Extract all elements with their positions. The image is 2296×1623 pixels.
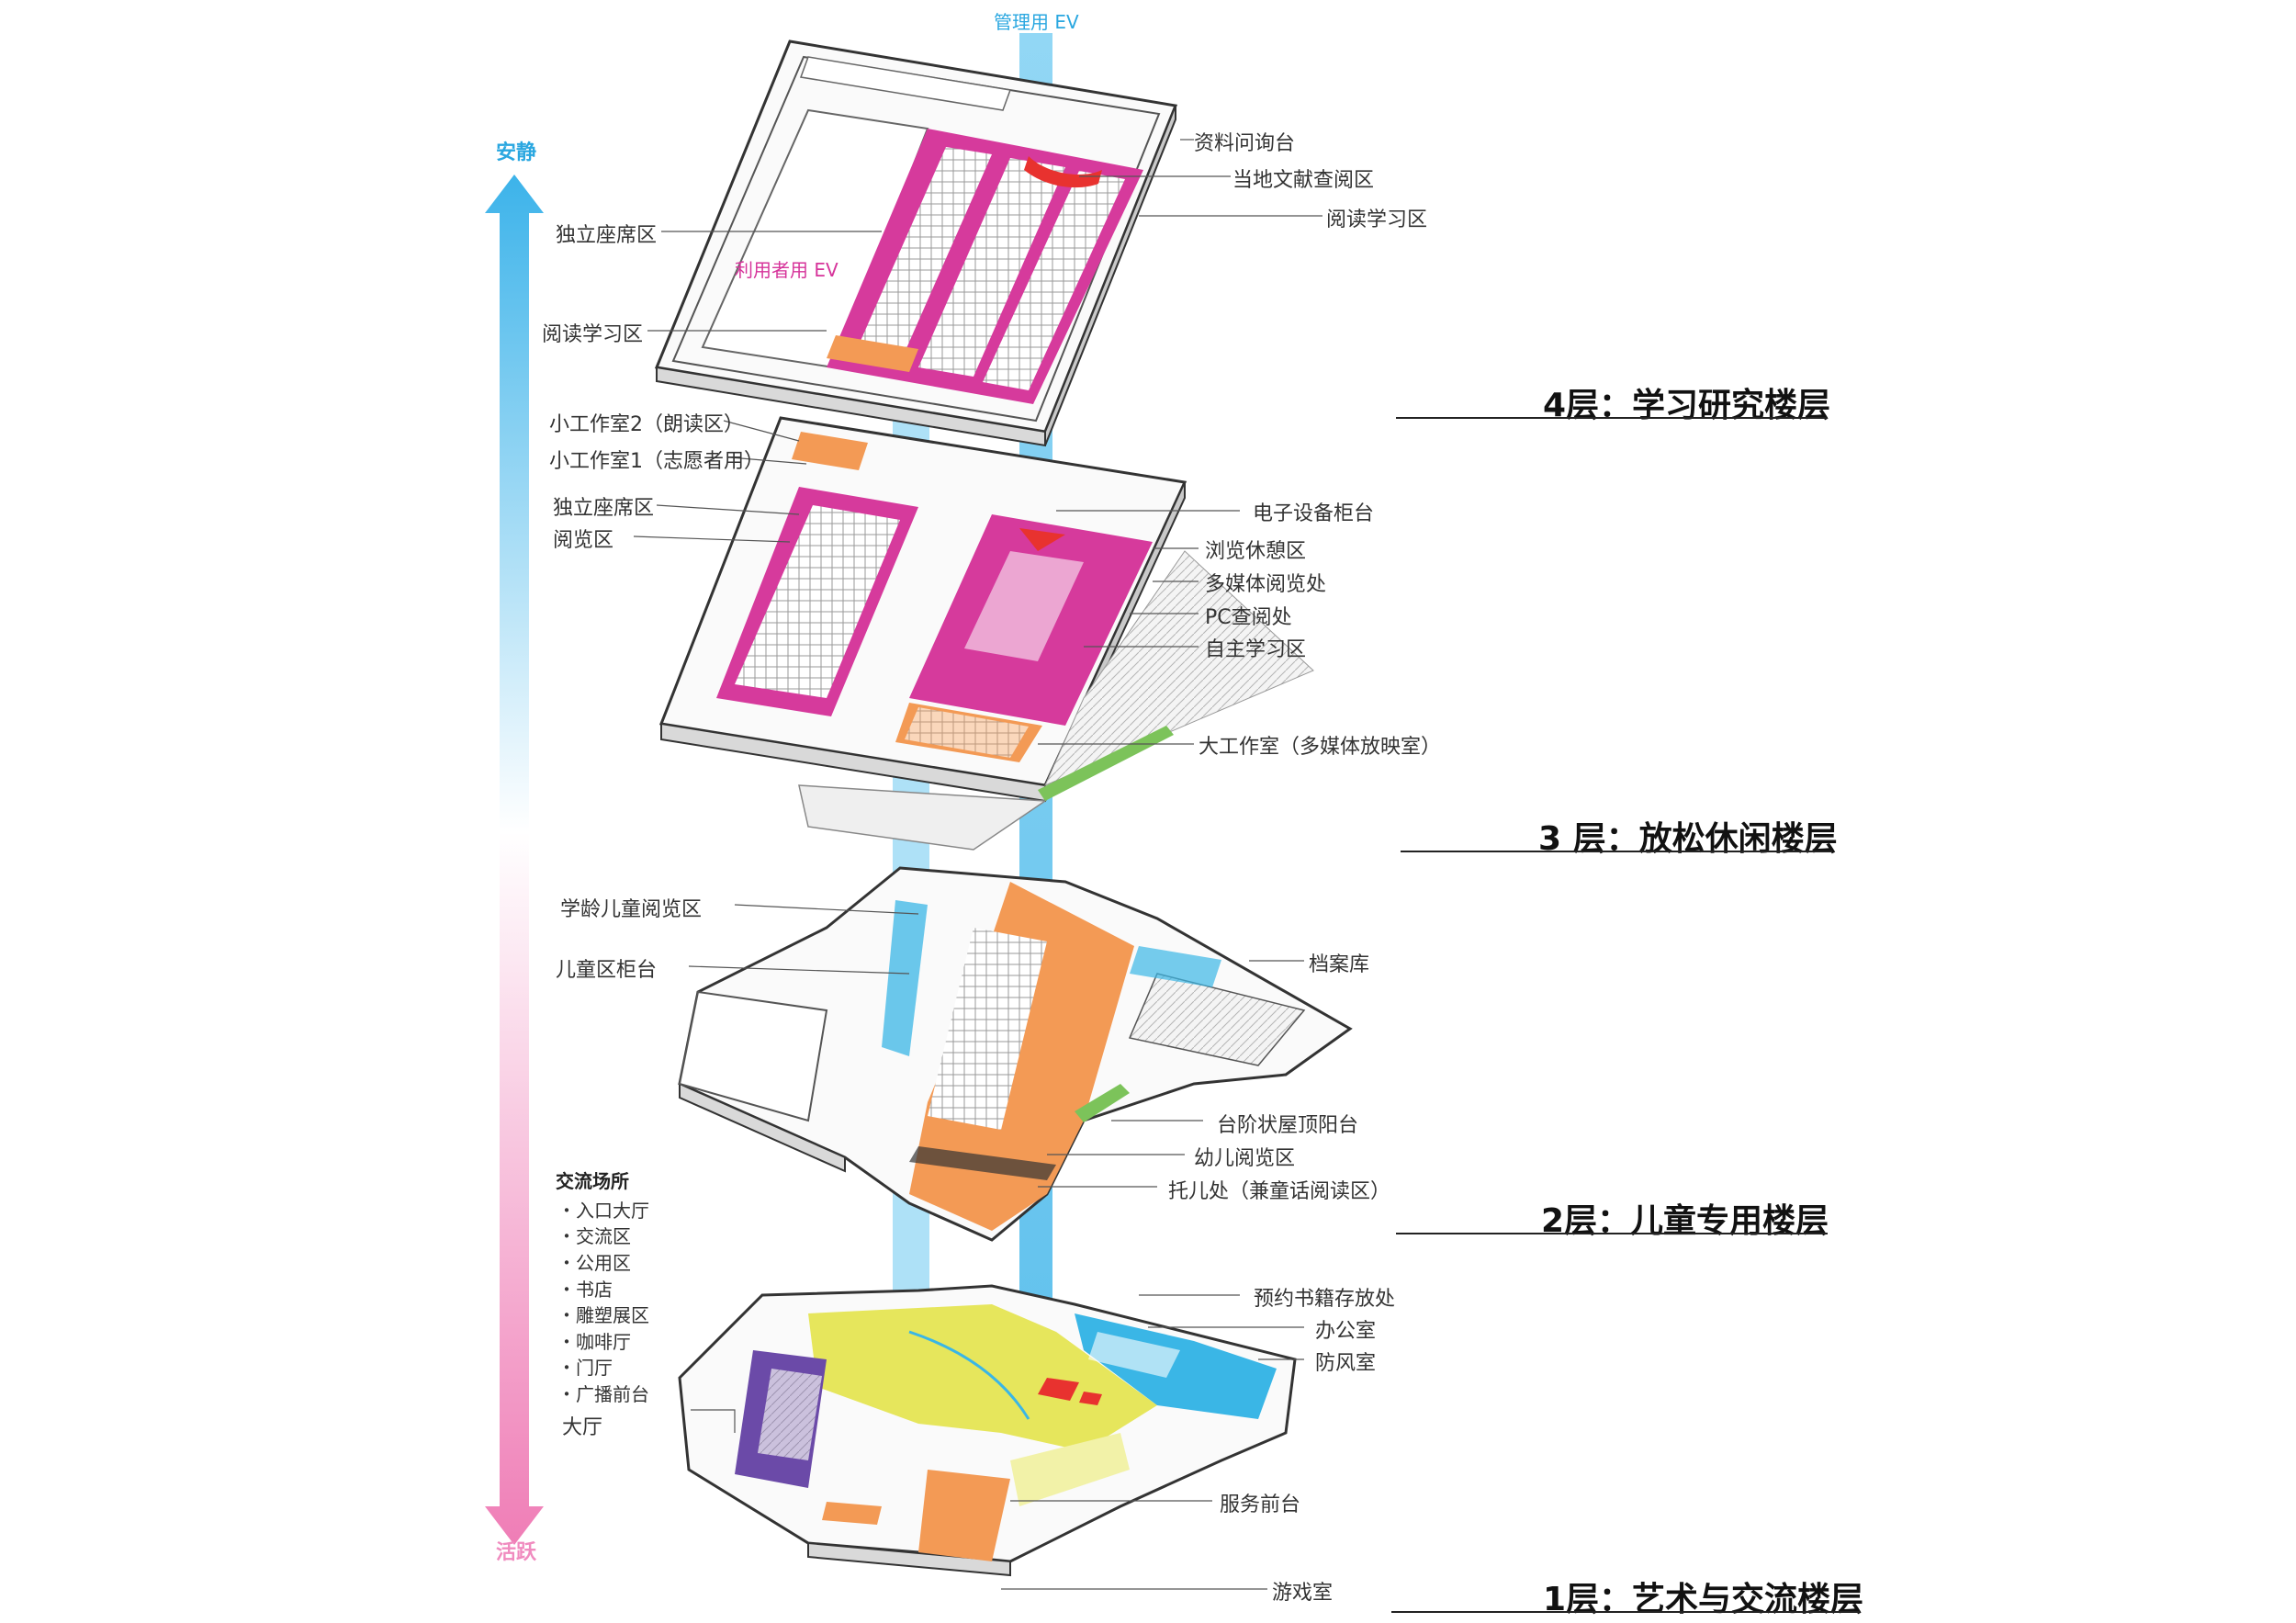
- f3-browse-lounge-label: 浏览休憩区: [1205, 540, 1307, 563]
- f1-title-rule: [1391, 1611, 1860, 1613]
- f3-studio2-label: 小工作室2（朗读区）: [549, 413, 744, 436]
- f3-big-studio-label: 大工作室（多媒体放映室）: [1199, 736, 1442, 759]
- f3-pc-label: PC查阅处: [1205, 606, 1292, 629]
- f1-hall-label: 大厅: [562, 1416, 603, 1439]
- f1-title: 1层：艺术与交流楼层: [1543, 1581, 1864, 1618]
- f4-reading-right-label: 阅读学习区: [1326, 209, 1428, 231]
- floor-3-plan: [658, 416, 1314, 851]
- f1-playroom-label: 游戏室: [1272, 1582, 1334, 1605]
- floor-4-plan: [654, 39, 1178, 447]
- f2-title: 2层：儿童专用楼层: [1541, 1202, 1829, 1240]
- f4-title-rule: [1396, 417, 1828, 419]
- f3-multimedia-label: 多媒体阅览处: [1205, 573, 1327, 596]
- f3-title-rule: [1401, 851, 1832, 852]
- f1-reserve-label: 预约书籍存放处: [1254, 1288, 1396, 1311]
- f2-infant-label: 幼儿阅览区: [1194, 1147, 1296, 1170]
- f2-nursery-label: 托儿处（兼童话阅读区）: [1168, 1180, 1391, 1203]
- f3-self-study-label: 自主学习区: [1205, 638, 1307, 661]
- f2-school-kids-label: 学龄儿童阅览区: [560, 898, 703, 921]
- f2-title-rule: [1396, 1233, 1828, 1234]
- f1-windbreak-label: 防风室: [1315, 1352, 1377, 1375]
- leader-lines: [633, 139, 1322, 1590]
- f4-reading-left-label: 阅读学习区: [542, 323, 644, 346]
- f4-solo-seats-label: 独立座席区: [556, 224, 658, 247]
- quiet-active-axis-arrow: [485, 175, 544, 1545]
- f1-service-label: 服务前台: [1220, 1493, 1301, 1516]
- f3-device-desk-label: 电子设备柜台: [1253, 502, 1375, 525]
- f3-title: 3 层：放松休闲楼层: [1538, 820, 1838, 858]
- floor-2-plan: [678, 866, 1353, 1242]
- axis-quiet-label: 安静: [496, 141, 537, 164]
- exchange-item: ・交流区: [557, 1225, 631, 1247]
- exchange-item: ・书店: [557, 1279, 613, 1301]
- f4-local-docs-label: 当地文献查阅区: [1232, 169, 1375, 192]
- f4-title: 4层：学习研究楼层: [1543, 387, 1831, 424]
- f4-reference-desk-label: 资料问询台: [1194, 132, 1296, 155]
- f1-office-label: 办公室: [1315, 1320, 1377, 1343]
- f3-solo-seats-label: 独立座席区: [553, 497, 655, 520]
- exchange-item: ・公用区: [557, 1252, 631, 1274]
- exchange-item: ・雕塑展区: [557, 1304, 649, 1326]
- public-ev-label: 利用者用 EV: [735, 259, 838, 281]
- f2-kids-desk-label: 儿童区柜台: [556, 959, 658, 982]
- exchange-item: ・门厅: [557, 1357, 613, 1379]
- axis-active-label: 活跃: [496, 1541, 537, 1564]
- floor-1-plan: [678, 1284, 1297, 1577]
- f3-studio1-label: 小工作室1（志愿者用）: [549, 450, 764, 473]
- staff-ev-label: 管理用 EV: [994, 11, 1079, 33]
- exchange-item: ・咖啡厅: [557, 1331, 631, 1353]
- f2-terrace-label: 台阶状屋顶阳台: [1217, 1114, 1359, 1137]
- exchange-item: ・广播前台: [557, 1383, 649, 1405]
- exchange-item: ・入口大厅: [557, 1200, 649, 1222]
- exchange-zone-title: 交流场所: [556, 1170, 629, 1192]
- f3-reading-label: 阅览区: [553, 529, 614, 552]
- f2-archive-label: 档案库: [1309, 953, 1370, 976]
